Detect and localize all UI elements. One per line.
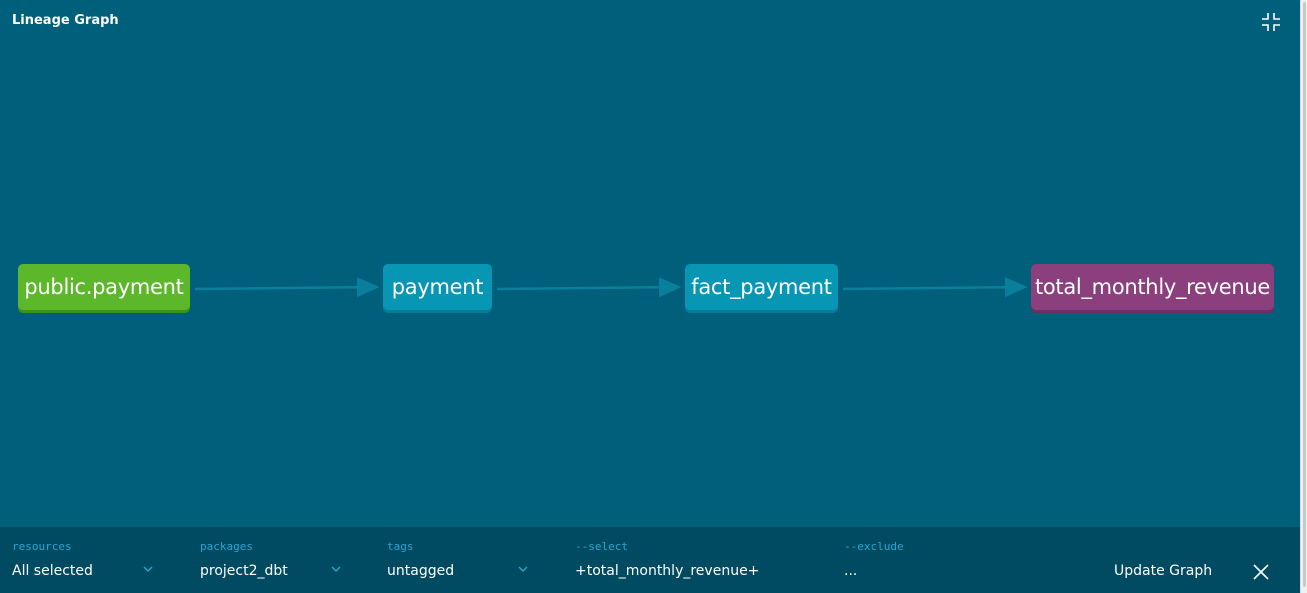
packages-filter[interactable]: packages project2_dbt: [200, 527, 350, 593]
edge-fact-payment-to-total-monthly-revenue: [842, 277, 1028, 298]
chevron-down-icon[interactable]: [143, 564, 153, 574]
edge-public-payment-to-payment: [194, 277, 380, 298]
resources-value[interactable]: All selected: [12, 563, 93, 579]
resources-filter[interactable]: resources All selected: [12, 527, 162, 593]
collapse-icon[interactable]: [1261, 12, 1281, 32]
graph-filter-bar: resources All selected packages project2…: [0, 527, 1300, 593]
node-public-payment[interactable]: public.payment: [18, 264, 190, 310]
node-total-monthly-revenue[interactable]: total_monthly_revenue: [1031, 264, 1274, 310]
exclude-label: --exclude: [844, 540, 904, 553]
resources-label: resources: [12, 540, 72, 553]
vertical-scrollbar[interactable]: [1300, 0, 1307, 593]
chevron-down-icon[interactable]: [518, 564, 528, 574]
scrollbar-thumb[interactable]: [1303, 2, 1306, 587]
select-label: --select: [575, 540, 628, 553]
exclude-input[interactable]: ...: [844, 563, 858, 579]
chevron-down-icon[interactable]: [331, 564, 341, 574]
lineage-graph-canvas[interactable]: public.payment payment fact_payment tota…: [0, 0, 1300, 527]
close-icon[interactable]: [1252, 563, 1270, 581]
graph-edges: [194, 277, 1028, 298]
tags-filter[interactable]: tags untagged: [387, 527, 537, 593]
exclude-filter[interactable]: --exclude ...: [844, 527, 1074, 593]
packages-value[interactable]: project2_dbt: [200, 563, 288, 579]
node-payment[interactable]: payment: [383, 264, 492, 310]
panel-title: Lineage Graph: [12, 13, 119, 28]
select-input[interactable]: +total_monthly_revenue+: [575, 563, 760, 579]
select-filter[interactable]: --select +total_monthly_revenue+: [575, 527, 805, 593]
edge-payment-to-fact-payment: [496, 277, 682, 298]
tags-value[interactable]: untagged: [387, 563, 455, 579]
update-graph-button[interactable]: Update Graph: [1114, 563, 1213, 579]
node-fact-payment[interactable]: fact_payment: [685, 264, 838, 310]
tags-label: tags: [387, 540, 414, 553]
packages-label: packages: [200, 540, 253, 553]
